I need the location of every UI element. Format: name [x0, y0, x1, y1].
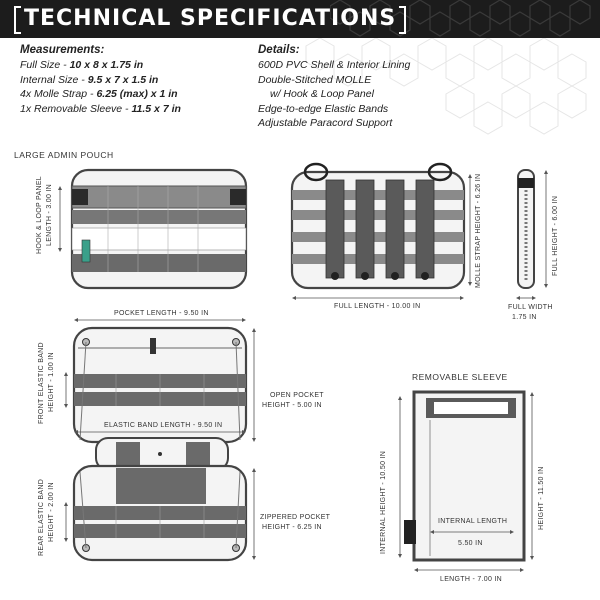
- measurement-row: 1x Removable Sleeve - 11.5 x 7 in: [20, 102, 181, 115]
- detail-row: Adjustable Paracord Support: [258, 117, 393, 129]
- pouch-back-drawing: [290, 162, 466, 290]
- measurements-block: Measurements: Full Size - 10 x 8 x 1.75 …: [20, 42, 280, 116]
- label-internal-length-1: INTERNAL LENGTH: [438, 518, 508, 525]
- label-molle-height: MOLLE STRAP HEIGHT - 6.26 IN: [475, 173, 482, 288]
- label-rear-band-1: REAR ELASTIC BAND: [38, 478, 45, 556]
- label-elastic-length: ELASTIC BAND LENGTH - 9.50 IN: [104, 422, 223, 429]
- label-full-width-2: 1.75 IN: [512, 314, 537, 321]
- label-sleeve-height: HEIGHT - 11.50 IN: [538, 466, 545, 530]
- measurement-row: Full Size - 10 x 8 x 1.75 in: [20, 59, 144, 71]
- label-open-pocket-2: HEIGHT - 5.00 IN: [262, 402, 322, 409]
- sleeve-drawing: [404, 390, 526, 562]
- label-pocket-length: POCKET LENGTH - 9.50 IN: [114, 310, 209, 317]
- measurement-row: Internal Size - 9.5 x 7 x 1.5 in: [20, 73, 159, 86]
- hexagon-background-icon: [305, 38, 587, 135]
- label-zip-pocket-2: HEIGHT - 6.25 IN: [262, 524, 322, 531]
- section-title-sleeve: REMOVABLE SLEEVE: [412, 372, 508, 382]
- measurements-heading: Measurements:: [20, 44, 105, 56]
- label-internal-length-2: 5.50 IN: [458, 540, 483, 547]
- detail-row: Edge-to-edge Elastic Bands: [258, 102, 389, 115]
- label-front-band-2: HEIGHT - 1.00 IN: [48, 352, 55, 412]
- title-banner: TECHNICAL SPECIFICATIONS: [0, 0, 600, 38]
- label-sleeve-length: LENGTH - 7.00 IN: [440, 576, 502, 583]
- hexagon-pattern-icon: [330, 0, 591, 37]
- label-hook-loop-1: HOOK & LOOP PANEL: [36, 176, 43, 254]
- label-front-band-1: FRONT ELASTIC BAND: [38, 342, 45, 424]
- section-title-pouch: LARGE ADMIN POUCH: [14, 150, 114, 160]
- label-hook-loop-2: LENGTH - 3.00 IN: [46, 184, 53, 246]
- page-title: TECHNICAL SPECIFICATIONS: [14, 4, 407, 34]
- detail-row: Double-Stitched MOLLE: [258, 73, 372, 86]
- details-block: Details: 600D PVC Shell & Interior Linin…: [258, 42, 498, 131]
- label-zip-pocket-1: ZIPPERED POCKET: [260, 514, 331, 521]
- label-full-length: FULL LENGTH - 10.00 IN: [334, 303, 421, 310]
- detail-row: 600D PVC Shell & Interior Lining: [258, 59, 411, 71]
- label-internal-height: INTERNAL HEIGHT - 10.50 IN: [380, 450, 387, 554]
- pouch-open-drawing: [72, 326, 248, 562]
- label-rear-band-2: HEIGHT - 2.00 IN: [48, 482, 55, 542]
- label-full-height: FULL HEIGHT - 6.00 IN: [552, 195, 559, 276]
- details-heading: Details:: [258, 44, 300, 56]
- detail-row: w/ Hook & Loop Panel: [270, 88, 374, 100]
- label-open-pocket-1: OPEN POCKET: [270, 392, 324, 399]
- pouch-front-drawing: [70, 168, 248, 290]
- pouch-side-drawing: [517, 169, 535, 289]
- label-full-width-1: FULL WIDTH: [508, 304, 553, 311]
- measurement-row: 4x Molle Strap - 6.25 (max) x 1 in: [20, 88, 178, 100]
